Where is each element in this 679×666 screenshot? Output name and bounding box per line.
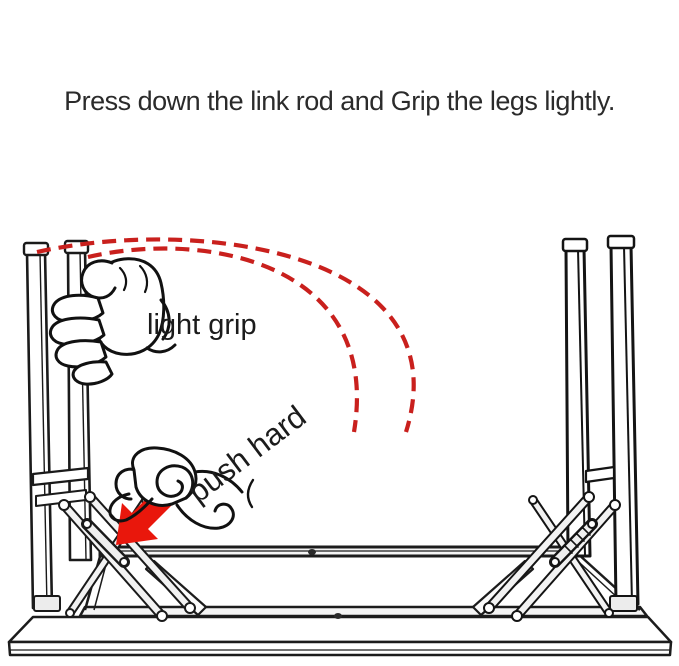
- right-leg-mechanism: [483, 491, 621, 622]
- grip-hand-icon: [48, 257, 177, 386]
- light-grip-label: light grip: [147, 309, 257, 341]
- fold-arc-inner: [87, 246, 359, 433]
- fold-arc-dashes-icon: [36, 237, 416, 433]
- right-legs: [561, 234, 640, 612]
- instruction-title: Press down the link rod and Grip the leg…: [64, 86, 615, 116]
- tabletop: [7, 615, 673, 657]
- fold-arc-outer: [36, 237, 416, 433]
- push-fist-icon: [108, 446, 255, 530]
